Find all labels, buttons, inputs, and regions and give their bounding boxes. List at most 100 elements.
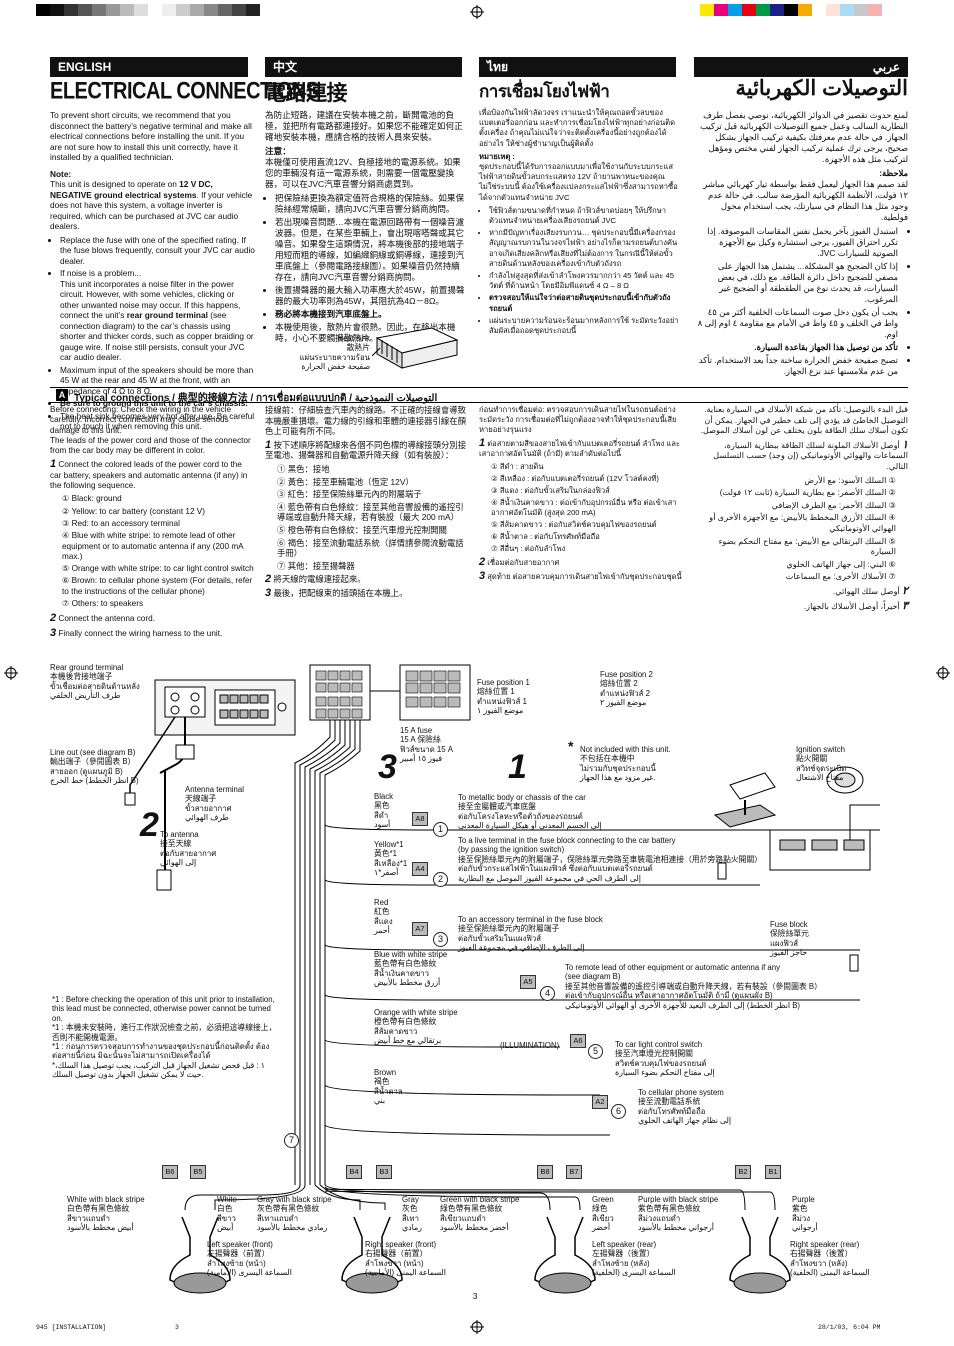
arabic-bullet-fuse: استبدل الفيوز بآخر يحمل نفس المقاسات الم…: [694, 226, 898, 259]
speaker-wire-b-label: Green 綠色 สีเขียว أخضر: [592, 1195, 614, 1233]
not-included-label: Not included with this unit. 不包括在本機中 ไม่…: [580, 745, 671, 783]
english-bullet-ground: Be sure to ground this unit to the car’s…: [60, 398, 255, 409]
steps-en-item: ⑤ Orange with white stripe: to car light…: [62, 564, 254, 574]
steps-zh-item: ⑤ 橙色帶有白色條紋：接至汽車燈光控制開關: [277, 524, 447, 535]
arabic-bullet-speakers: يجب أن يكون دخل صوت السماعات الخلفية أكث…: [694, 307, 898, 340]
steps-zh-before: 接線前：仔細檢查汽車內的線路。不正確的接線會導致本機嚴重損壞。電力線的引線和車體…: [265, 405, 466, 437]
speaker-wire-a-label: Green with black stripe 綠色帶有黑色條紋 สีเขียว…: [440, 1195, 520, 1233]
steps-chinese: 接線前：仔細檢查汽車內的線路。不正確的接線會導致本機嚴重損壞。電力線的引線和車體…: [265, 405, 470, 602]
unit-rear-panel: [154, 679, 296, 736]
chinese-bullet-speakers: 後置揚聲器的最大輸入功率應大於45W，前置揚聲器的最大功率則為45W，其阻抗為4…: [275, 285, 465, 307]
color-calibration-bar-right: [700, 4, 882, 16]
chinese-note: 本機僅可使用直流12V、負極接地的電源系統。如果您的車輛沒有這一電源系統，則需要…: [265, 157, 461, 189]
footer-file: 945 [INSTALLATION]: [36, 1324, 107, 1331]
speaker-connector-label: B8: [537, 1165, 553, 1179]
thai-intro: เพื่อป้องกันไฟฟ้าลัดวงจร เราแนะนำให้คุณถ…: [479, 108, 676, 148]
chinese-bullet-noise: 若出現噪音問題…本機在電源回路帶有一個噪音濾波器。但是，在某些車輛上，會出現喀嗒…: [275, 217, 465, 283]
speaker-name-label: Right speaker (rear) 右揚聲器（後置） ลำโพงขวา (…: [790, 1240, 870, 1278]
steps-thai: ก่อนทำการเชื่อมต่อ: ตรวจสอบการเดินสายไฟใ…: [479, 405, 684, 585]
heat-sink-label: Heat sink 散熱片 แผ่นระบายความร้อน صفيحة خف…: [299, 334, 370, 372]
english-bullet-heatsink: The heat sink becomes very hot after use…: [60, 411, 255, 432]
steps-th-item: ⑥ สีน้ำตาล : ต่อกับโทรศัพท์มือถือ: [491, 532, 600, 541]
steps-zh-item: ② 黃色：接至車輛電池（恆定 12V）: [277, 476, 414, 487]
ignition-switch-label: Ignition switch 點火開關 สวิทช์จุดระเบิด مفت…: [796, 745, 847, 783]
connector-pin-label: A2: [592, 1095, 608, 1109]
connector-pin-label: A7: [412, 922, 428, 936]
illumination-label: (ILLUMINATION): [500, 1041, 560, 1050]
speaker-name-label: Left speaker (front) 左揚聲器（前置） ลำโพงซ้าย …: [207, 1240, 292, 1278]
title-arabic: التوصيلات الكهربائية: [735, 77, 908, 100]
english-note-c: . If your vehicle does not have this sys…: [50, 189, 253, 232]
steps-en-item: ⑦ Others: to speakers: [62, 599, 144, 609]
steps-th-s3: สุดท้าย ต่อสายควบคุมการเดินสายไฟเข้ากับช…: [487, 572, 682, 581]
english-note-b: 12 V DC, NEGATIVE ground electrical syst…: [50, 179, 213, 200]
fuse-15a-label: 15 A fuse 15 A 保險絲 ฟิวส์ขนาด 15 A فيوز ١…: [400, 726, 453, 764]
english-bullet-fuse: Replace the fuse with one of the specifi…: [60, 235, 255, 267]
wire-color-label: Brown 褐色 สีน้ำตาล بني: [374, 1068, 403, 1106]
not-included-star: *: [568, 738, 574, 754]
steps-en-before: Before connecting: Check the wiring in t…: [50, 405, 251, 456]
wire-destination-label: To cellular phone system 接至流動電話系統 ต่อกับ…: [638, 1088, 732, 1126]
speaker-wire-a-label: Purple with black stripe 紫色帶有黑色條紋 สีม่วง…: [638, 1195, 719, 1233]
fuse-graphic: [717, 862, 859, 972]
speaker-connector-label: B3: [376, 1165, 392, 1179]
wire-number-circle: 5: [588, 1044, 603, 1059]
speaker-wire-b-label: White 白色 สีขาว أبيض: [217, 1195, 237, 1233]
section-a-letter: A: [56, 389, 68, 401]
speaker-connector-label: B7: [566, 1165, 582, 1179]
header-thai: ไทย: [479, 57, 676, 77]
wire-number-circle: 1: [433, 822, 448, 837]
steps-en-s2: Connect the antenna cord.: [58, 614, 155, 624]
arabic-intro: لمنع حدوث تقصير في الدوائر الكهربائية، ن…: [700, 110, 908, 164]
ground-chassis-graphic: [713, 800, 777, 828]
not-included-device-graphic: [729, 772, 776, 800]
thai-bullet-noise: หากมีปัญหาเรื่องเสียงรบกวน… ชุดประกอบนี้…: [489, 228, 679, 269]
to-antenna-label: To antenna 接至天線 ต่อกับสายอากาศ إلى الهوا…: [160, 830, 217, 868]
arabic-note-head: ملاحظة:: [879, 168, 908, 178]
steps-th-item: ⑤ สีส้มคาดขาว : ต่อกับสวิตช์ควบคุมไฟของร…: [491, 520, 657, 529]
steps-ar-item: ④ السلك الأزرق المخطط بالأبيض: مع الأجهز…: [709, 513, 896, 533]
arabic-column: لمنع حدوث تقصير في الدوائر الكهربائية، ن…: [694, 110, 908, 379]
steps-en-item: ① Black: ground: [62, 494, 122, 504]
chinese-intro: 為防止短路，建議在安裝本機之前，斷開電池的負極，並把所有電路都連接好。如果您不能…: [265, 110, 463, 142]
speaker-connector-label: B6: [162, 1165, 178, 1179]
steps-th-item: ② สีเหลือง : ต่อกับแบตเตอรี่รถยนต์ (12V …: [491, 474, 659, 483]
arabic-bullet-ground: تأكد من توصيل هذا الجهاز بقاعدة السيارة.: [694, 342, 898, 353]
steps-th-item: ④ สีน้ำเงินคาดขาว : ต่อเข้ากับอุปกรณ์อื่…: [491, 498, 677, 517]
wire-color-label: Blue with white stripe 藍色帶有白色條紋 สีน้ำเงิ…: [374, 950, 448, 988]
english-bullet-speakers: Maximum input of the speakers should be …: [60, 365, 255, 397]
steps-en-item: ④ Blue with white stripe: to remote lead…: [62, 531, 244, 561]
steps-th-item: ③ สีแดง : ต่อกับขั้วเสริมในกล่องฟิวส์: [491, 486, 610, 495]
footnote: *1 : Before checking the operation of th…: [52, 995, 277, 1080]
steps-ar-item: ③ السلك الأحمر: مع الطرف الإضافي: [771, 500, 896, 510]
rear-ground-label: Rear ground terminal 本機後背接地端子 ขั้วเชื่อม…: [50, 663, 140, 701]
fuse-block-label: Fuse block 保險絲單元 แผงฟิวส์ حاجز الفيوز: [770, 920, 809, 958]
english-bullet-noise: If noise is a problem...This unit incorp…: [60, 268, 255, 363]
connector-pin-label: A5: [520, 975, 536, 989]
speaker-connector-label: B1: [765, 1165, 781, 1179]
steps-ar-item: ⑥ البني: إلى جهاز الهاتف الخلوي: [786, 559, 896, 569]
steps-zh-s2: 將天線的電線連接起來。: [273, 574, 366, 585]
steps-ar-item: ② السلك الأصفر: مع بطارية السيارة (ثابت …: [719, 488, 896, 498]
connector-pin-label: A6: [570, 1034, 586, 1048]
steps-th-item: ⑦ สีอื่นๆ : ต่อกับลำโพง: [491, 544, 566, 553]
steps-ar-s1: أوصل الأسلاك الملونة لسلك الطاقة ببطارية…: [713, 440, 908, 471]
registration-mark-bottom: [470, 1320, 484, 1334]
steps-zh-item: ③ 紅色：接至保險絲單元內的附屬端子: [277, 489, 422, 500]
header-english: ENGLISH: [50, 57, 248, 77]
steps-ar-s3: أخيراً، أوصل الأسلاك بالجهاز.: [803, 601, 900, 611]
steps-ar-item: ⑦ الأسلاك الأخرى: مع السماعات: [785, 572, 896, 582]
speakers-graphics: [169, 1216, 791, 1294]
connector-pin-label: A8: [412, 812, 428, 826]
antenna-terminal-label: Antenna terminal 天線端子 ขั้วสายอากาศ طرف ا…: [185, 785, 244, 823]
fuse-position-1-label: Fuse position 1 熔絲位置 1 ตำแหน่งฟิวส์ 1 مو…: [477, 678, 530, 716]
english-column: To prevent short circuits, we recommend …: [50, 110, 255, 434]
thai-column: เพื่อป้องกันไฟฟ้าลัดวงจร เราแนะนำให้คุณถ…: [479, 108, 679, 338]
chinese-note-head: 注意：: [265, 146, 291, 156]
steps-ar-s2: أوصل سلك الهوائي.: [832, 586, 900, 596]
english-note-a: This unit is designed to operate on: [50, 179, 180, 189]
